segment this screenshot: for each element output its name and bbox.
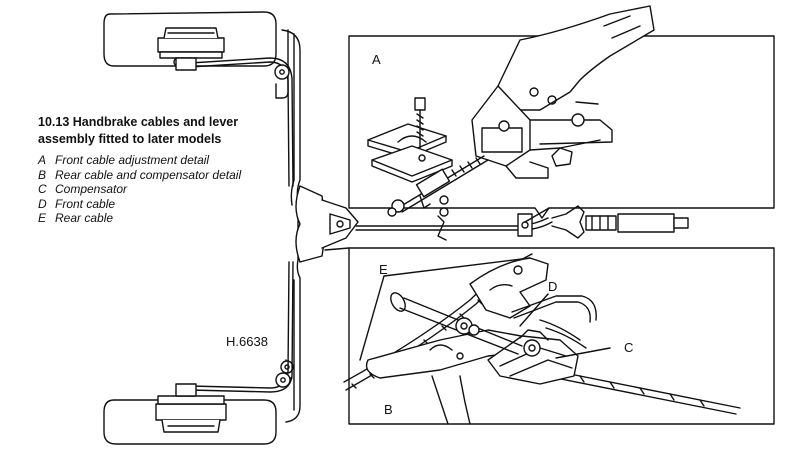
key-item-d: D Front cable <box>38 197 288 212</box>
rear-cable-lower <box>175 261 294 397</box>
key-text: Rear cable <box>55 211 114 226</box>
figure-code: H.6638 <box>226 334 268 349</box>
key-item-a: A Front cable adjustment detail <box>38 153 288 168</box>
key-text: Compensator <box>55 182 128 197</box>
adjuster-bolt <box>414 97 426 149</box>
figure-caption: 10.13 Handbrake cables and lever assembl… <box>38 114 288 226</box>
rear-cable-upper <box>175 57 294 187</box>
compensator-c <box>487 329 579 385</box>
key-text: Rear cable and compensator detail <box>55 167 242 182</box>
adjuster-plates <box>367 123 453 183</box>
callout-leaders <box>359 257 611 361</box>
rear-cable-right <box>555 371 741 415</box>
key-item-b: B Rear cable and compensator detail <box>38 168 288 183</box>
pivot-pin <box>390 292 523 355</box>
compensator-bracket <box>295 185 359 263</box>
panel-a <box>348 5 775 223</box>
key-item-c: C Compensator <box>38 182 288 197</box>
callout-d-label: D <box>548 279 557 294</box>
caption-title-line-2: assembly fitted to later models <box>38 132 222 146</box>
panel-b-label: B <box>384 402 393 417</box>
callout-c-label: C <box>624 340 633 355</box>
key-letter: C <box>38 182 47 197</box>
key-letter: A <box>38 153 47 167</box>
panel-a-label: A <box>372 52 381 67</box>
front-cable-end <box>551 205 689 239</box>
front-cable-d <box>511 295 597 349</box>
top-wheel <box>103 11 277 67</box>
callout-e-label: E <box>379 262 388 277</box>
key-text: Front cable adjustment detail <box>55 153 210 167</box>
svg-text-labels: A B C D E H.6638 <box>226 52 633 417</box>
caption-title-line-1: 10.13 Handbrake cables and lever <box>38 115 239 129</box>
caption-title: 10.13 Handbrake cables and lever assembl… <box>38 114 288 148</box>
front-cable-main <box>355 213 553 241</box>
key-letter: D <box>38 196 47 211</box>
key-text: Front cable <box>55 196 116 211</box>
key-letter: B <box>38 167 47 182</box>
bottom-wheel <box>103 387 277 445</box>
threaded-rod <box>387 155 489 217</box>
key-letter: E <box>38 211 47 226</box>
key-item-e: E Rear cable <box>38 211 288 226</box>
lever-assembly <box>471 5 655 179</box>
panel-b <box>324 247 775 425</box>
